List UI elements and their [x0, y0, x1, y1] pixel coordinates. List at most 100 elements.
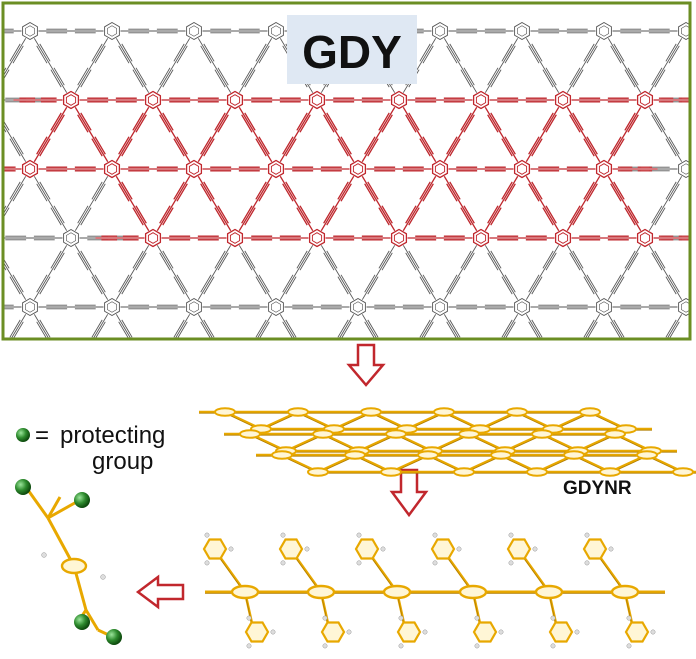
- lattice-bond: [81, 314, 109, 363]
- highlight-benzene-inner: [229, 94, 241, 106]
- lattice-bond-triple-0-0: [94, 45, 106, 64]
- lattice-bond-triple-1-1: [543, 346, 553, 363]
- gdy-lattice-panel: GDY: [1, 1, 692, 385]
- hydrogen-atom: [474, 643, 480, 649]
- highlight-bond-backbone: [361, 106, 396, 163]
- hydrogen-atom: [422, 629, 428, 635]
- lattice-benzene-inner: [681, 163, 690, 175]
- lattice-bond: [33, 38, 68, 93]
- lattice-benzene: [474, 368, 489, 385]
- ribbon-side-phenyl: [430, 538, 456, 560]
- highlight-bond: [566, 106, 601, 163]
- highlight-bond: [484, 106, 519, 163]
- lattice-bond-triple-0-0: [162, 250, 174, 269]
- lattice-bond-triple-1-0: [464, 344, 474, 361]
- highlight-benzene-inner: [270, 163, 282, 175]
- highlight-bond-triple-1-1: [132, 207, 144, 226]
- highlight-bond: [325, 97, 391, 103]
- lattice-bond-triple-0-1: [200, 321, 212, 339]
- hydrogen-atom: [574, 629, 580, 635]
- lattice-bond: [120, 28, 186, 34]
- highlight-bond-triple-0-1: [446, 183, 458, 202]
- lattice-bond-triple-0-1: [36, 321, 48, 339]
- lattice-bond-triple-0-1: [159, 252, 171, 271]
- lattice-bond: [173, 314, 191, 339]
- highlight-bond-backbone: [484, 106, 519, 163]
- lattice-bond-triple-1-1: [9, 276, 21, 295]
- highlight-tail-bond: [653, 97, 690, 103]
- highlight-benzene-inner: [65, 94, 77, 106]
- highlight-bond: [74, 106, 109, 163]
- highlight-bond: [243, 235, 309, 241]
- highlight-bond-triple-1-1: [542, 207, 554, 226]
- lattice-bond-triple-0-1: [50, 250, 62, 269]
- lattice-bond-backbone: [74, 38, 109, 93]
- lattice-bond-triple-0-0: [531, 43, 543, 62]
- highlight-bond-triple-0-0: [176, 183, 188, 202]
- highlight-bond-triple-1-1: [36, 136, 48, 155]
- highlight-bond-triple-1-1: [378, 207, 390, 226]
- ribbon-benzene: [490, 450, 512, 460]
- lattice-bond-triple-1-0: [81, 346, 91, 363]
- hydrogen-atom: [550, 615, 556, 621]
- highlight-bond-triple-1-0: [121, 138, 133, 157]
- highlight-bond-backbone: [197, 175, 232, 232]
- lattice-benzene: [63, 228, 79, 248]
- highlight-bond: [115, 106, 150, 163]
- hydrogen-atom: [270, 629, 276, 635]
- ribbon-benzene: [380, 467, 402, 477]
- lattice-bond-triple-1-1: [36, 274, 48, 293]
- ribbon-benzene: [385, 429, 407, 439]
- lattice-bond-triple-1-1: [651, 67, 663, 86]
- lattice-bond-triple-1-1: [488, 344, 498, 361]
- lattice-bond-triple-0-0: [12, 45, 24, 64]
- lattice-bond-triple-0-0: [39, 43, 51, 62]
- lattice-bond: [156, 245, 191, 300]
- ribbon-side-phenyl: [506, 538, 532, 560]
- lattice-bond-triple-0-1: [446, 321, 458, 339]
- highlight-bond-triple-0-0: [545, 114, 557, 133]
- lattice-bond-triple-1-0: [285, 276, 297, 295]
- lattice-bond-triple-0-1: [378, 250, 390, 269]
- highlight-bond-triple-1-1: [159, 205, 171, 224]
- lattice-bond: [419, 314, 437, 339]
- lattice-bond: [115, 314, 133, 339]
- highlight-bond-triple-1-0: [545, 205, 557, 224]
- highlight-bond-triple-1-0: [586, 136, 598, 155]
- lattice-bond-backbone: [502, 314, 519, 339]
- ribbon-benzene: [636, 450, 658, 460]
- highlight-bond-triple-0-0: [490, 112, 502, 131]
- lattice-bond-backbone: [443, 38, 478, 93]
- highlight-bond: [279, 175, 314, 232]
- lattice-bond: [197, 314, 215, 339]
- hydrogen-atom: [532, 546, 538, 552]
- green-sphere-icon: [106, 629, 122, 645]
- lattice-bond-triple-0-0: [668, 183, 680, 202]
- lattice-bond-backbone: [402, 245, 437, 300]
- hydrogen-atom: [626, 615, 632, 621]
- hydrogen-atom: [246, 615, 252, 621]
- highlight-bond-backbone: [197, 106, 232, 163]
- lattice-bond-triple-0-0: [654, 112, 666, 131]
- highlight-bond-triple-0-0: [381, 114, 393, 133]
- highlight-benzene-inner: [352, 163, 364, 175]
- lattice-bond-triple-1-1: [461, 346, 471, 363]
- highlight-bond-triple-0-1: [487, 114, 499, 133]
- ribbon-backbone-benzene: [458, 584, 488, 600]
- lattice-bond-triple-1-1: [569, 67, 581, 86]
- highlight-benzene: [144, 90, 162, 110]
- highlight-bond-triple-0-1: [173, 181, 185, 200]
- lattice-bond-triple-1-1: [460, 69, 472, 88]
- lattice-bond-backbone: [197, 245, 232, 300]
- highlight-bond-backbone: [279, 106, 314, 163]
- lattice-bond-triple-1-1: [542, 69, 554, 88]
- highlight-bond-triple-0-0: [162, 112, 174, 131]
- lattice-benzene-inner: [107, 301, 117, 313]
- lattice-bond-triple-0-1: [569, 252, 581, 271]
- highlight-benzene-inner: [106, 163, 118, 175]
- lattice-bond-backbone: [566, 245, 601, 300]
- lattice-benzene-inner: [558, 371, 567, 382]
- lattice-bond: [279, 245, 314, 300]
- highlight-bond-triple-0-1: [323, 114, 335, 133]
- highlight-bond-backbone: [402, 175, 437, 232]
